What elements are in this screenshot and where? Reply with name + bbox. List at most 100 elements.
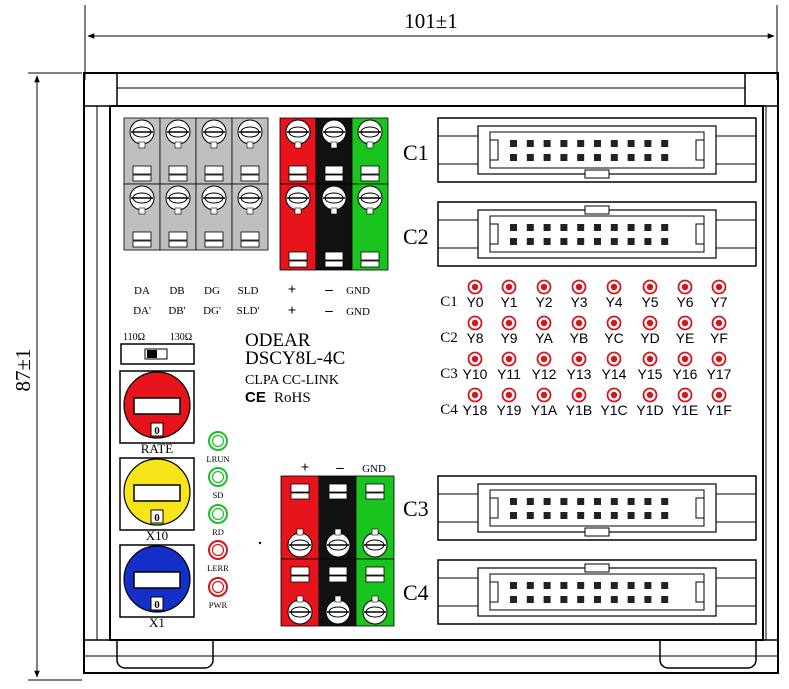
grey-terminal-r0c3[interactable]: [231, 117, 269, 185]
output-led-y1c: Y1C: [600, 387, 628, 418]
status-led-label: LRUN: [206, 454, 229, 464]
connector-label-c1: C1: [403, 140, 429, 165]
switch-knob[interactable]: [147, 350, 157, 358]
connector-label-c3: C3: [403, 496, 429, 521]
grey-terminal-r1c2[interactable]: [195, 183, 233, 251]
output-led-label: YD: [640, 330, 659, 346]
output-led-label: Y0: [466, 294, 483, 310]
power-terminal-block-top: [279, 117, 389, 271]
connector-pin: [610, 596, 618, 603]
connector-pin: [510, 582, 517, 589]
status-led-rd: RD: [208, 504, 228, 537]
connector-pin: [543, 582, 551, 589]
output-led-label: YE: [676, 330, 695, 346]
connector-pin: [526, 140, 534, 147]
connector-pin: [526, 596, 534, 603]
connector-pin: [526, 512, 534, 519]
output-led-y7: Y7: [710, 279, 728, 310]
rotary-switch-value: 0: [154, 512, 160, 524]
termination-switch[interactable]: 110Ω 130Ω: [120, 332, 195, 365]
power-terminal-bottom-r0c2[interactable]: [355, 475, 395, 560]
connector-pin: [577, 238, 585, 245]
connector-pin: [661, 224, 669, 231]
power-terminal-bottom-r1c0[interactable]: [280, 558, 320, 627]
connector-pin: [594, 596, 601, 603]
output-led-yf: YF: [710, 315, 728, 346]
power-terminal-bottom-r1c1[interactable]: [318, 558, 358, 627]
power-terminal-top-r1c2[interactable]: [351, 183, 389, 271]
grey-terminal-r1c0[interactable]: [123, 183, 161, 251]
connector-pin: [644, 582, 652, 589]
output-led-y9: Y9: [500, 315, 518, 346]
idc-connector-1[interactable]: [437, 117, 757, 183]
ce-mark: CE: [245, 389, 266, 406]
connector-pin: [526, 498, 534, 505]
connector-pin: [627, 596, 635, 603]
output-led-y15: Y15: [638, 351, 663, 382]
rotary-switch-x1[interactable]: 0X1: [119, 544, 195, 630]
output-led-label: Y9: [500, 330, 517, 346]
output-led-label: Y15: [638, 366, 663, 382]
power-terminal-bottom-r0c1[interactable]: [318, 475, 358, 560]
grey-terminal-r0c2[interactable]: [195, 117, 233, 185]
power-terminal-top-r1c0[interactable]: [279, 183, 317, 271]
output-led-y1e: Y1E: [672, 387, 698, 418]
connector-pin: [510, 140, 517, 147]
connector-pin: [560, 596, 568, 603]
connector-pin: [526, 154, 534, 161]
width-dimension-label: 101±1: [404, 9, 458, 33]
output-led-label: Y3: [570, 294, 587, 310]
power-terminal-bottom-r1c2[interactable]: [355, 558, 395, 627]
power-terminal-top-r0c2[interactable]: [351, 117, 389, 185]
output-led-label: Y19: [497, 402, 522, 418]
connector-pin: [560, 582, 568, 589]
connector-pin: [627, 512, 635, 519]
label-minus-bottom: –: [324, 303, 333, 319]
connector-pin: [610, 512, 618, 519]
connector-pin: [543, 512, 551, 519]
output-led-label: Y8: [466, 330, 483, 346]
label-gnd-bottom: GND: [346, 306, 370, 318]
connector-pin: [644, 140, 652, 147]
output-led-y8: Y8: [466, 315, 484, 346]
output-led-y3: Y3: [570, 279, 588, 310]
power-terminal-top-r0c0[interactable]: [279, 117, 317, 185]
output-led-label: Y2: [535, 294, 552, 310]
output-led-y5: Y5: [641, 279, 659, 310]
label-plus-lower: +: [301, 460, 310, 476]
connector-pin: [526, 224, 534, 231]
connector-pin: [644, 498, 652, 505]
label-da-prime: DA': [133, 305, 151, 317]
idc-connector-2[interactable]: [437, 201, 757, 267]
connector-pin: [577, 154, 585, 161]
idc-connector-4[interactable]: [437, 559, 757, 625]
grey-terminal-r0c0[interactable]: [123, 117, 161, 185]
label-db-prime: DB': [168, 305, 185, 317]
connector-pin: [661, 154, 669, 161]
idc-connector-3[interactable]: [437, 475, 757, 541]
grey-terminal-r1c1[interactable]: [159, 183, 197, 251]
connector-pin: [594, 498, 601, 505]
power-terminal-bottom-r0c0[interactable]: [280, 475, 320, 560]
grey-terminal-r0c1[interactable]: [159, 117, 197, 185]
connector-pin: [610, 154, 618, 161]
output-led-y1d: Y1D: [636, 387, 664, 418]
output-led-y10: Y10: [463, 351, 488, 382]
label-minus-top: –: [324, 282, 333, 298]
connector-pin: [594, 154, 601, 161]
label-plus-top: +: [288, 282, 297, 298]
power-terminal-top-r1c1[interactable]: [315, 183, 353, 271]
output-led-y12: Y12: [532, 351, 557, 382]
output-led-label: Y1D: [636, 402, 663, 418]
output-led-yb: YB: [570, 315, 588, 346]
grey-terminal-r1c3[interactable]: [231, 183, 269, 251]
connector-pin: [610, 582, 618, 589]
rotary-switch-value: 0: [154, 425, 160, 437]
power-terminal-top-r0c1[interactable]: [315, 117, 353, 185]
rotary-switch-label: X1: [149, 615, 165, 630]
connector-pin: [661, 512, 669, 519]
